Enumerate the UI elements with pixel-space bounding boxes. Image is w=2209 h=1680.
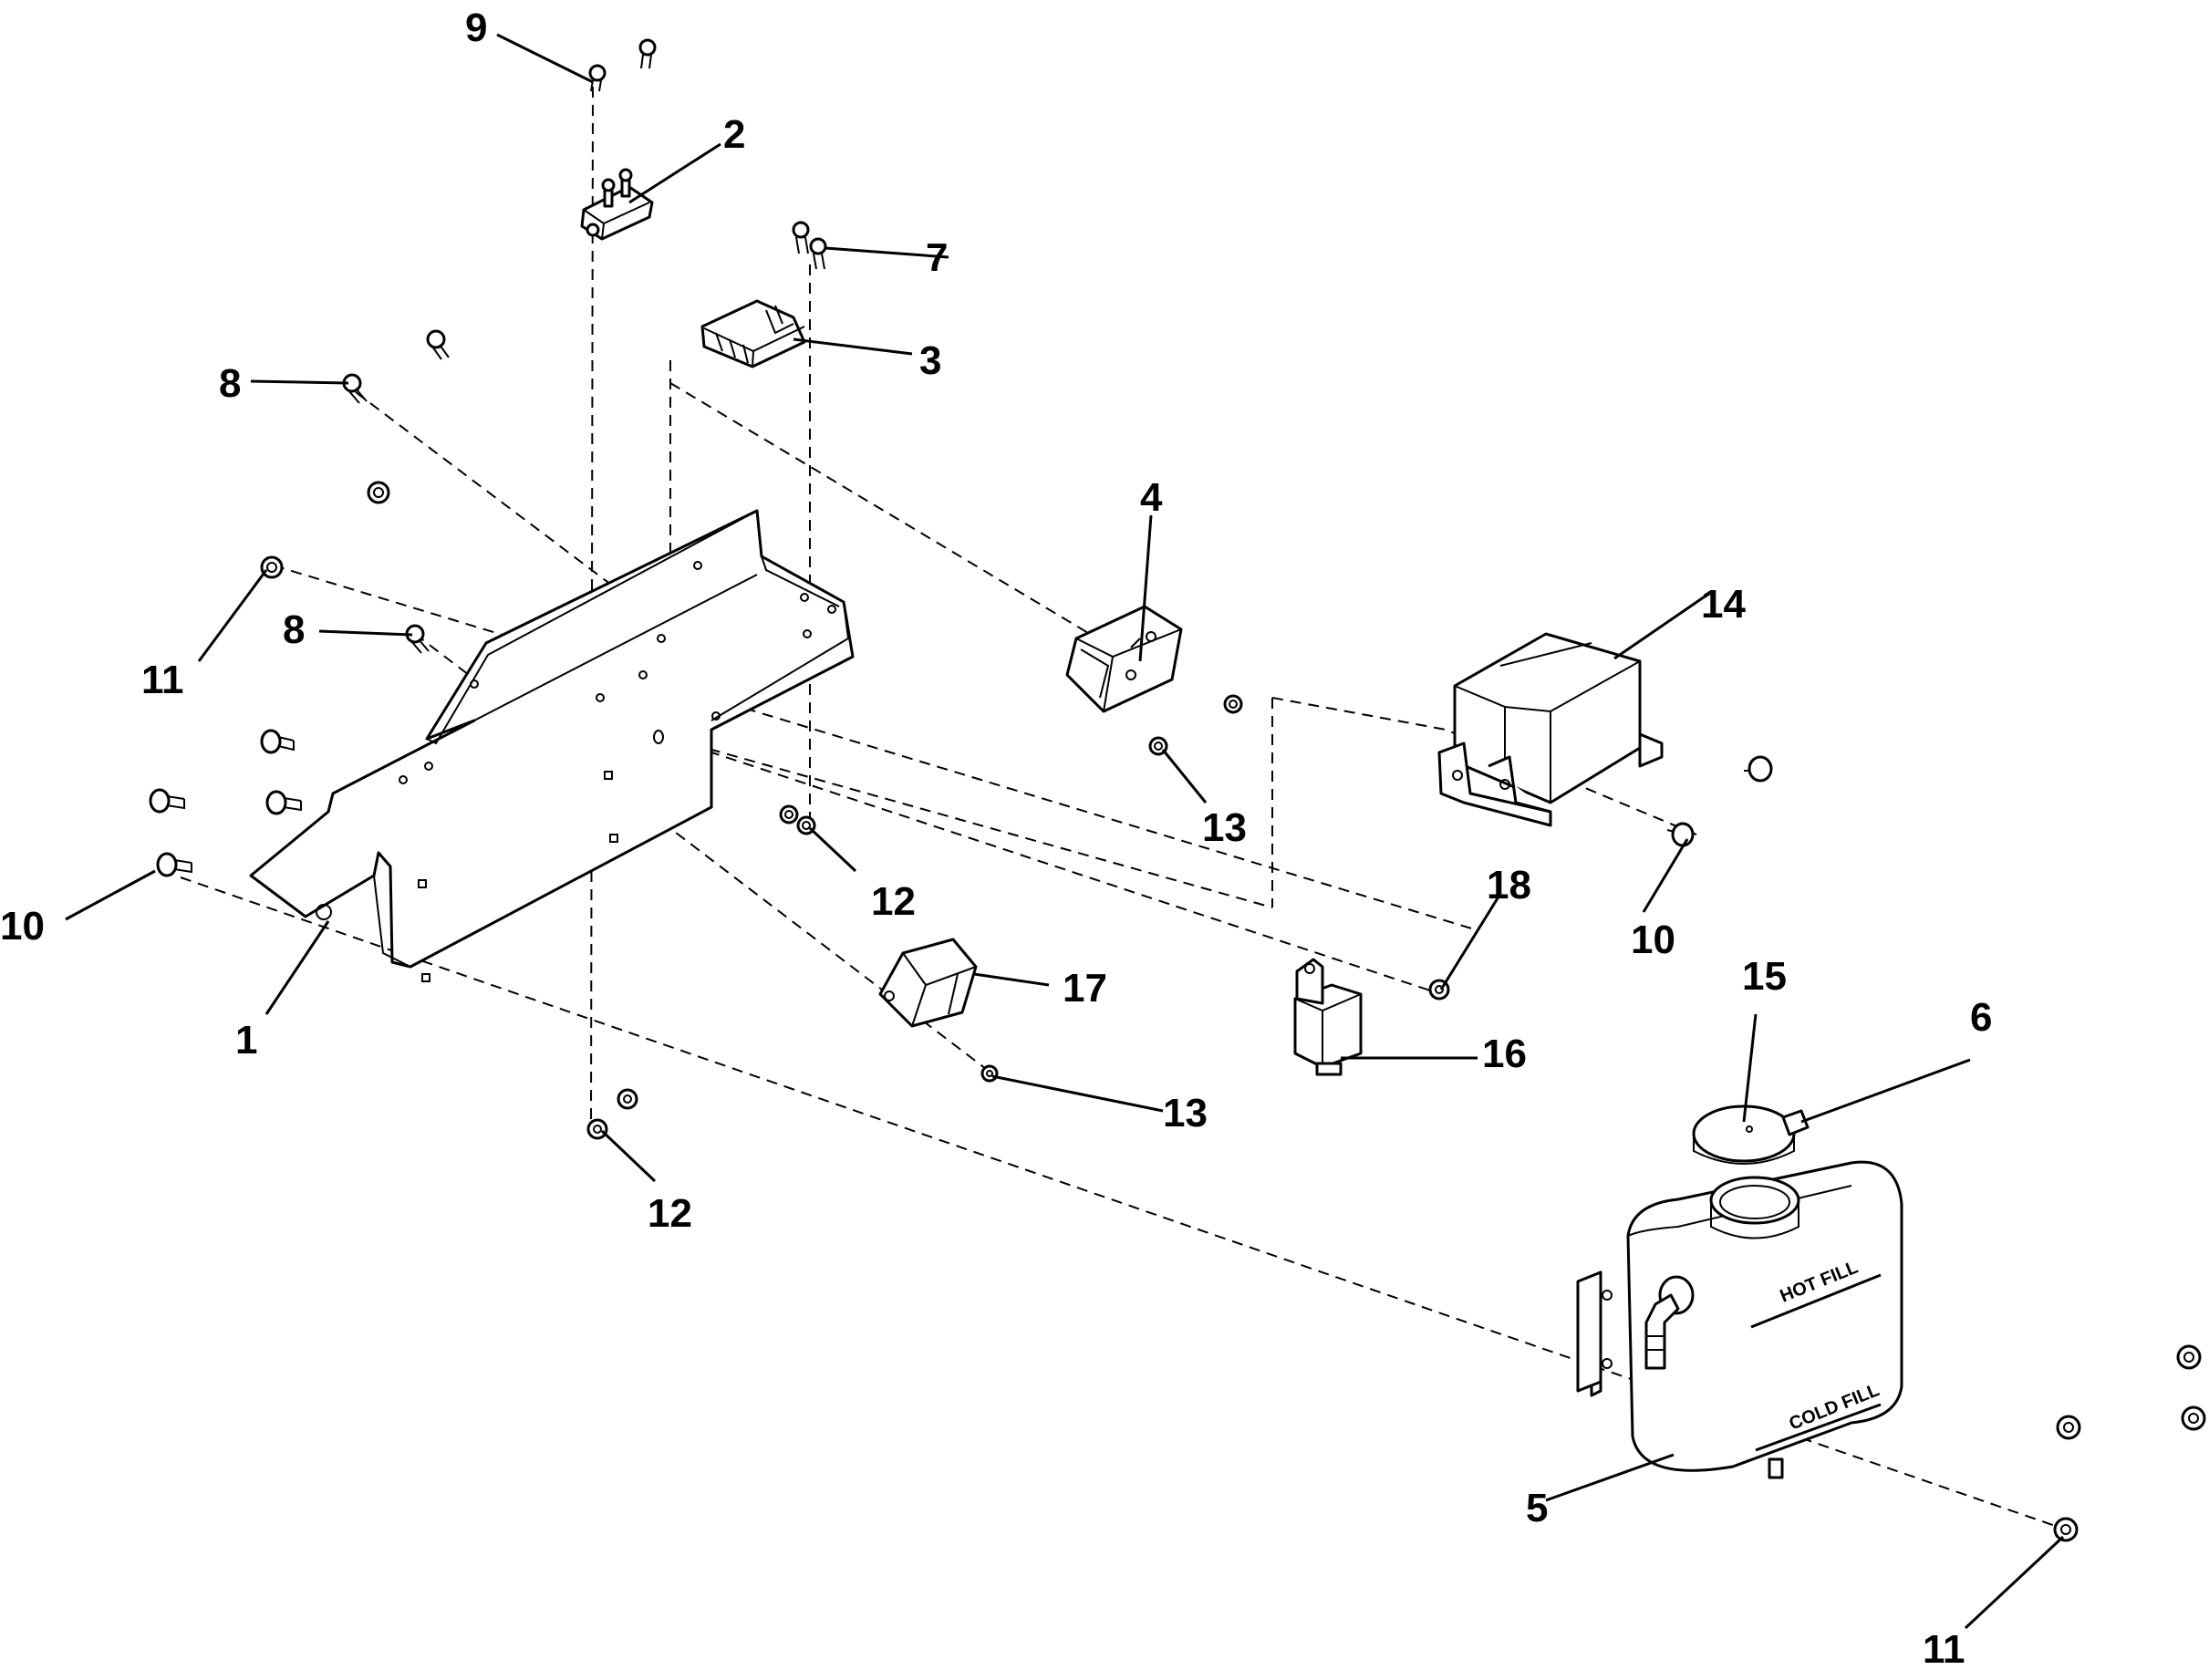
bolt-10-left-d — [156, 852, 192, 877]
reservoir-tank: HOT FILL COLD FILL — [1576, 1160, 1903, 1479]
callout-17: 17 — [1063, 966, 1107, 1011]
connector-block — [700, 299, 806, 368]
screw-9b — [638, 38, 657, 69]
small-relay — [878, 938, 978, 1028]
fasteners — [149, 38, 2206, 1542]
bolt-8b — [342, 373, 368, 404]
screw-9a — [588, 64, 607, 92]
callout-13-upper: 13 — [1202, 805, 1247, 850]
callout-11-left: 11 — [141, 658, 184, 702]
bolt-10-left-a — [260, 729, 295, 754]
reservoir-cap — [1692, 1104, 1810, 1165]
callout-3: 3 — [919, 338, 941, 383]
mounting-bracket — [249, 509, 855, 982]
callout-4: 4 — [1140, 475, 1163, 520]
callout-2: 2 — [723, 112, 745, 157]
bolt-8a — [426, 329, 450, 360]
callout-15: 15 — [1742, 954, 1787, 999]
callout-12-lower: 12 — [648, 1191, 692, 1236]
callout-11-right: 11 — [1923, 1627, 1965, 1672]
callout-labels: 9 2 7 3 8 4 8 11 14 13 12 18 10 10 17 15… — [0, 5, 1992, 1672]
callout-8-lower: 8 — [283, 607, 305, 652]
callout-13-lower: 13 — [1163, 1091, 1208, 1136]
callout-6: 6 — [1970, 995, 1992, 1040]
callout-5: 5 — [1526, 1486, 1548, 1530]
callout-18: 18 — [1487, 863, 1531, 907]
callout-8-upper: 8 — [219, 361, 241, 406]
callout-12-upper: 12 — [871, 879, 916, 924]
bolt-10-right-a — [1744, 755, 1773, 783]
leader-lines — [65, 33, 2065, 1630]
callout-7: 7 — [926, 235, 948, 280]
callout-10-left: 10 — [0, 904, 45, 949]
bolt-8c — [405, 624, 430, 654]
callout-16: 16 — [1482, 1032, 1527, 1076]
flasher-relay — [1293, 958, 1363, 1076]
bolt-10-right-b — [1666, 822, 1695, 847]
callout-9: 9 — [465, 5, 487, 50]
callout-10-right: 10 — [1631, 918, 1675, 962]
callout-1: 1 — [235, 1018, 257, 1063]
relay-bracket — [1065, 605, 1183, 713]
bolt-10-left-c — [265, 790, 302, 815]
dual-module — [1437, 632, 1664, 827]
callout-14: 14 — [1701, 582, 1746, 627]
bolt-10-left-b — [149, 788, 185, 814]
